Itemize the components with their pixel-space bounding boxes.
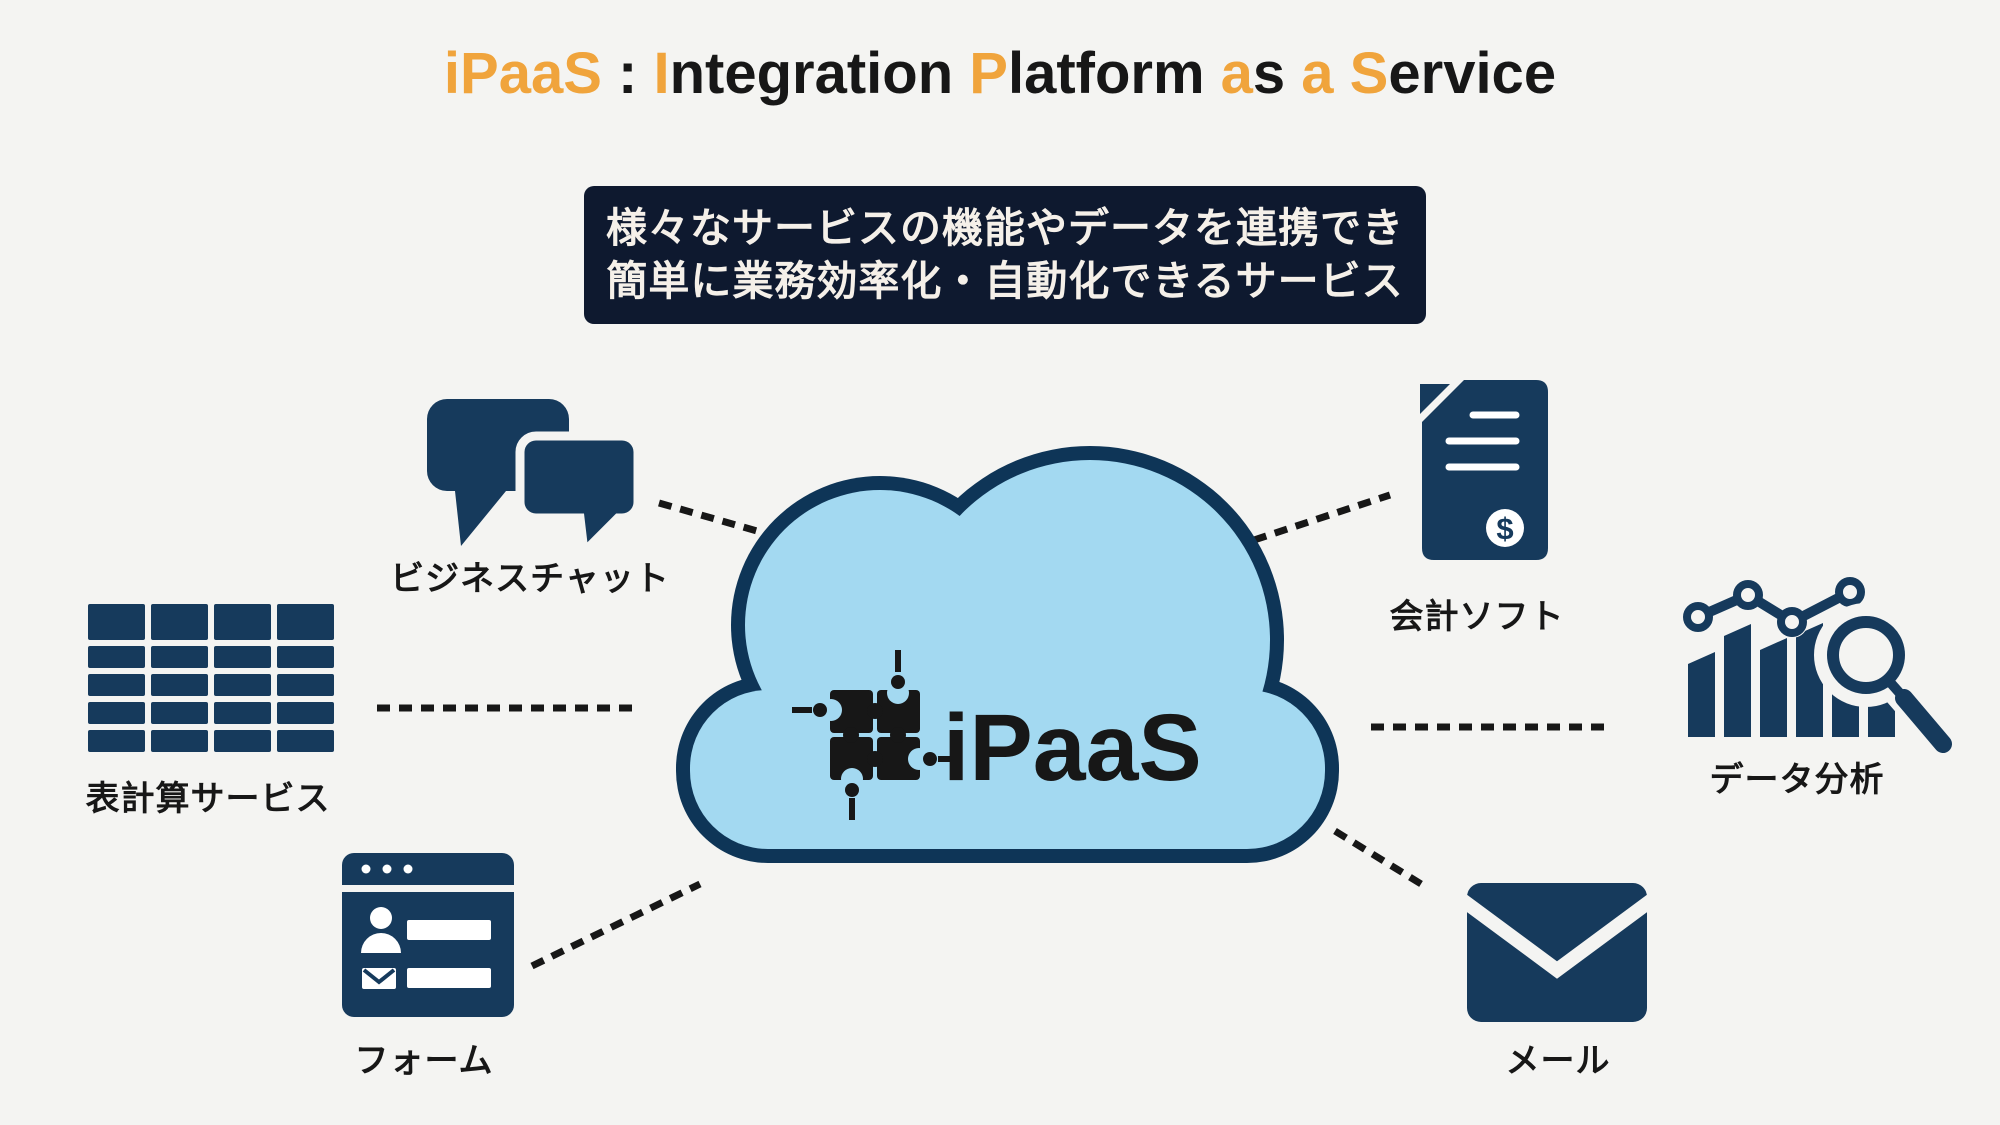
connector-cloud-mail [1333,828,1428,890]
connector-chat-cloud [658,499,758,535]
title-segment: latform [1007,41,1221,106]
avatar-icon [361,907,401,953]
form-input-row [407,968,491,988]
dollar-sign: $ [1496,511,1513,546]
title-segment: P [969,41,1008,106]
window-dots [361,864,413,874]
connector-form-cloud [530,880,702,970]
label-accounting: 会計ソフト [1389,598,1565,636]
label-mail: メール [1505,1042,1611,1080]
title-segment: ntegration [669,41,970,106]
page-title: iPaaS : Integration Platform as a Servic… [0,42,2000,106]
envelope-icon [1456,883,1658,1022]
dollar-badge [1486,509,1524,547]
label-form: フォーム [354,1042,494,1080]
label-business-chat: ビジネスチャット [390,560,670,598]
form-window-icon [342,853,514,1017]
title-segment: S [1349,41,1389,106]
title-segment: a [1220,41,1253,106]
title-segment: : [601,41,654,106]
ipaas-cloud: iPaaS [676,446,1339,863]
invoice-document-icon: $ [1420,380,1548,560]
description-line-1: 様々なサービスの機能やデータを連携でき [606,204,1404,251]
title-segment: s [1252,41,1302,106]
spreadsheet-grid-icon [88,604,334,752]
cloud-shape [676,446,1339,863]
title-segment: iPaaS [443,41,602,106]
label-spreadsheet: 表計算サービス [85,780,331,818]
folded-corner [1420,384,1450,414]
connector-cloud-accounting [1231,491,1392,551]
description-box: 様々なサービスの機能やデータを連携でき 簡単に業務効率化・自動化できるサービス [584,186,1426,324]
form-input-row [407,920,491,940]
title-segment: ervice [1388,41,1557,106]
description-line-2: 簡単に業務効率化・自動化できるサービス [606,258,1404,304]
label-data-analysis: データ分析 [1709,761,1885,799]
chat-bubbles-icon [427,399,643,562]
bar-chart-magnifier-icon [1682,576,1962,763]
title-segment: I [653,41,670,106]
magnifier-icon [1814,603,1962,763]
title-segment: a [1301,41,1334,106]
puzzle-integration-icon [792,650,958,820]
mail-field-icon [362,968,396,989]
cloud-label: iPaaS [943,695,1202,801]
